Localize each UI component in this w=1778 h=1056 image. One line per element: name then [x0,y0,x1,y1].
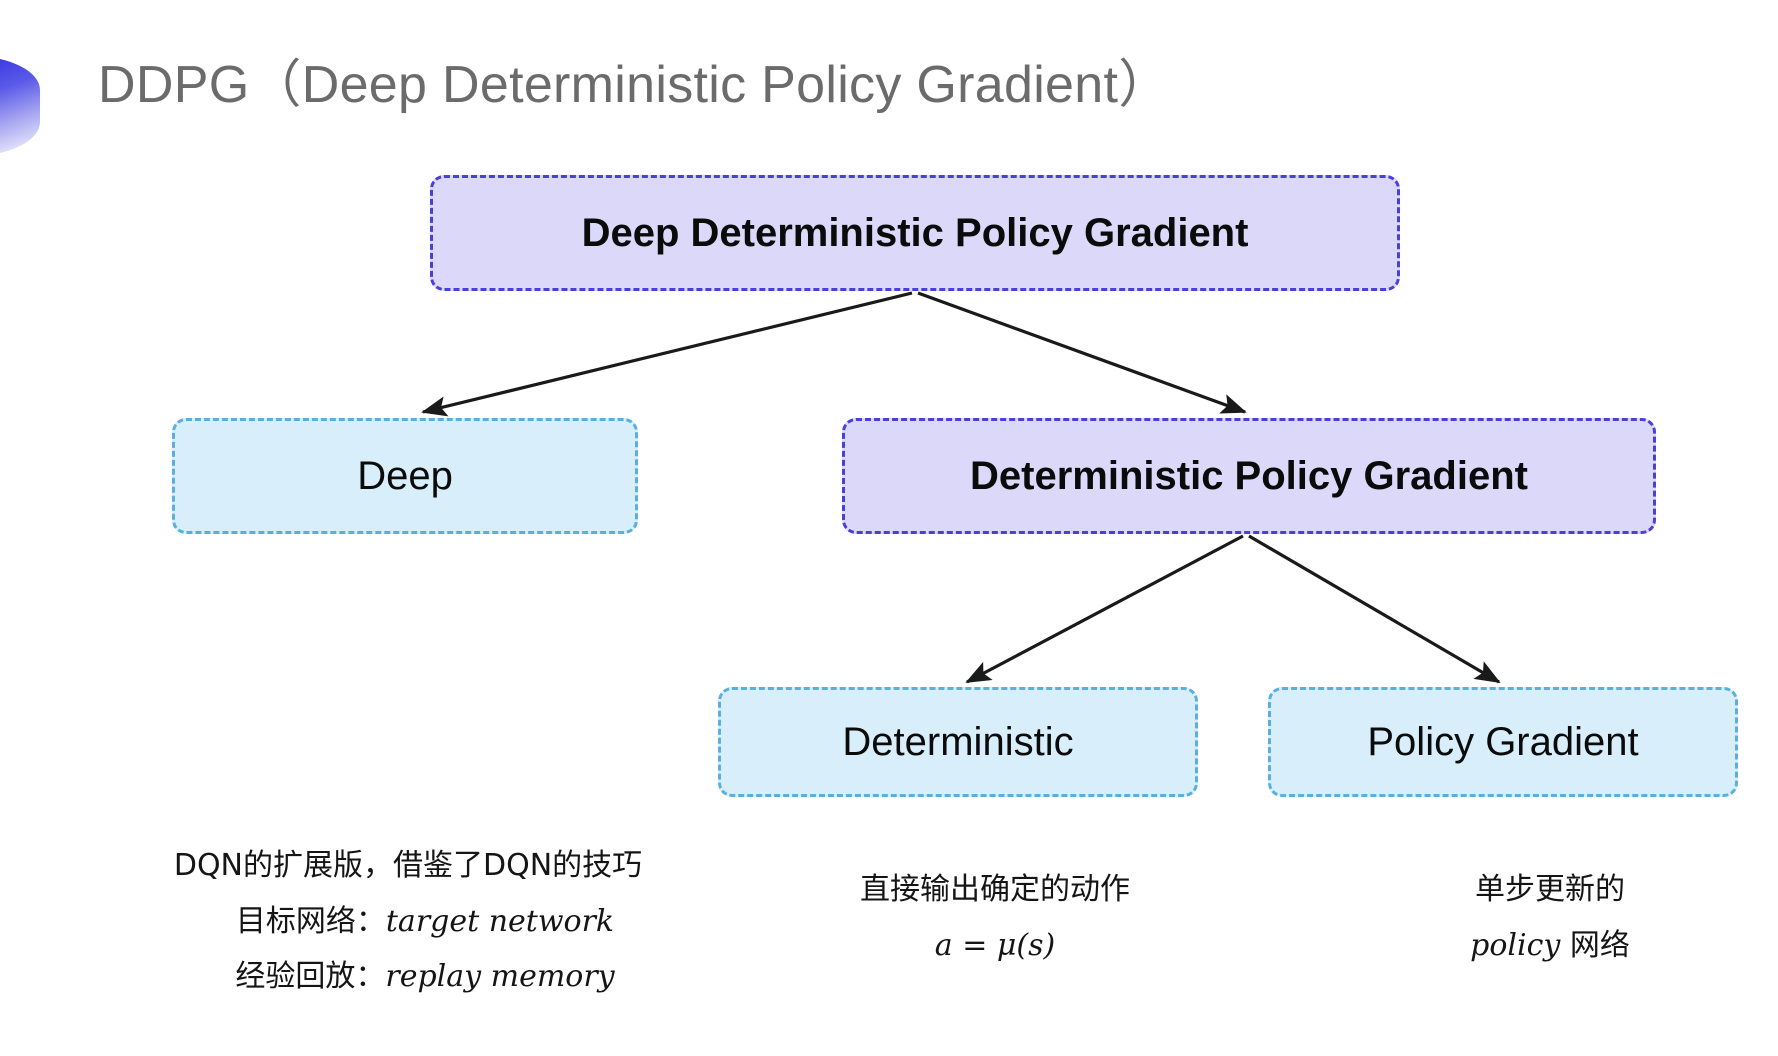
node-deterministic[interactable]: Deterministic [718,687,1198,797]
title-bullet-icon [0,56,40,156]
node-deep[interactable]: Deep [172,418,638,534]
caption-deep-line-2: 目标网络：target network [148,894,668,950]
caption-policy-gradient: 单步更新的 policy 网络 [1390,862,1710,973]
caption-policy-gradient-term: policy [1470,927,1561,963]
caption-deterministic-line-1: 直接输出确定的动作 [860,872,1130,907]
edge-root-to-deep [421,291,913,417]
caption-deep-line-2-label: 目标网络： [235,903,386,939]
edge-dpg-to-policy-gradient [1248,534,1501,684]
caption-deep-line-3-label: 经验回放： [235,959,386,994]
caption-deterministic: 直接输出确定的动作 a = μ(s) [830,862,1160,973]
caption-deep-line-1: DQN的扩展版，借鉴了DQN的技巧 [173,848,643,883]
node-deterministic-policy-gradient[interactable]: Deterministic Policy Gradient [842,418,1656,534]
caption-deterministic-formula: a = μ(s) [934,927,1056,963]
edge-root-to-dpg [917,291,1247,414]
caption-deep-line-2-term: target network [385,903,615,939]
caption-deep-line-3: 经验回放：replay memory [148,949,668,1005]
node-deep-deterministic-policy-gradient[interactable]: Deep Deterministic Policy Gradient [430,175,1400,291]
caption-policy-gradient-line-2: policy 网络 [1390,918,1710,974]
node-policy-gradient[interactable]: Policy Gradient [1268,687,1738,797]
caption-policy-gradient-line-1: 单步更新的 [1475,872,1625,907]
caption-deep-line-3-term: replay memory [385,959,615,994]
caption-deep: DQN的扩展版，借鉴了DQN的技巧 目标网络：target network 经验… [148,838,668,1005]
page-title: DDPG（Deep Deterministic Policy Gradient） [98,56,1171,114]
edge-dpg-to-deterministic [965,534,1244,684]
caption-policy-gradient-suffix: 网络 [1560,927,1630,963]
